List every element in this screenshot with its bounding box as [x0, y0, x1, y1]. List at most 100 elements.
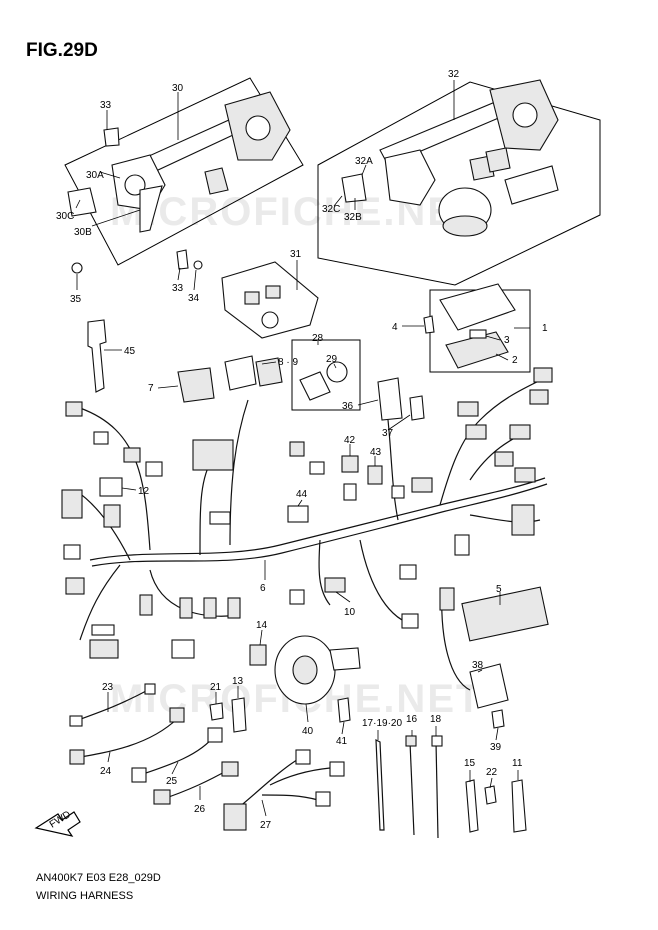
connector-i — [91, 624, 115, 636]
switch-button-a — [244, 291, 260, 305]
label-31: 31 — [290, 249, 302, 260]
leader-lines — [75, 80, 530, 817]
harness-trunk-6-b — [91, 483, 548, 567]
leader-7 — [157, 385, 179, 389]
front-arrow-shape — [34, 811, 81, 837]
immobilizer-unit — [504, 165, 559, 205]
sub-harness-23-conn-a — [69, 715, 83, 727]
label-7: 7 — [148, 383, 154, 394]
washer-34 — [193, 260, 203, 270]
label-30b: 30B — [74, 227, 92, 238]
switch-box-31 — [221, 261, 319, 339]
horn-bracket — [329, 647, 361, 671]
label-22: 22 — [486, 767, 498, 778]
leader-2 — [495, 353, 509, 361]
bulb-socket-frame-28 — [291, 339, 361, 411]
label-11: 11 — [512, 758, 523, 769]
connector-b — [93, 431, 109, 445]
sub-harness-25-conn-b — [207, 727, 223, 743]
branch-36 — [387, 419, 399, 521]
figure-title: FIG.29D — [26, 40, 98, 61]
sub-harness-26-conn-a — [153, 789, 171, 805]
leader-8-9 — [261, 361, 277, 365]
label-17-19-20: 17·19·20 — [362, 718, 402, 729]
label-18: 18 — [430, 714, 442, 725]
lever-30b — [139, 185, 163, 233]
sub-harness-27 — [237, 757, 331, 809]
connector-12 — [99, 477, 123, 497]
connector-ac — [514, 467, 536, 483]
bolt-39 — [491, 709, 505, 729]
connector-w — [457, 401, 479, 417]
branch-center-up — [229, 399, 249, 546]
connector-r — [289, 441, 305, 457]
callout-labels: 30 33 30A 30C 30B 35 33 34 32 32A 32C 32… — [56, 69, 548, 831]
label-2: 2 — [512, 355, 518, 366]
leader-32a — [361, 164, 367, 176]
leader-22 — [489, 777, 493, 789]
lock-set-32-group — [317, 79, 601, 286]
clamp-15 — [465, 779, 479, 833]
connector-s — [309, 461, 325, 475]
label-30a: 30A — [86, 170, 104, 181]
fuse-3 — [469, 329, 487, 339]
ignition-cylinder-32 — [512, 102, 538, 128]
bolt-37 — [409, 395, 425, 421]
connector-44 — [287, 505, 309, 523]
leader-33b — [177, 267, 181, 281]
label-34: 34 — [188, 293, 200, 304]
connector-c — [123, 447, 141, 463]
leader-34 — [193, 269, 197, 291]
leader-32c — [333, 195, 343, 207]
sub-harness-27-conn-a — [223, 803, 247, 831]
label-37: 37 — [382, 428, 394, 439]
leader-24 — [107, 751, 111, 763]
leader-36 — [357, 399, 379, 406]
connector-n — [203, 597, 217, 619]
tie-16 — [409, 741, 415, 836]
bulb-29 — [326, 361, 348, 383]
sub-harness-23 — [77, 689, 149, 721]
clamp-11 — [511, 779, 527, 833]
leader-30b — [91, 209, 141, 227]
leader-30a — [99, 171, 121, 179]
switch-box-31-group — [221, 261, 319, 339]
label-24: 24 — [100, 766, 112, 777]
label-32b: 32B — [344, 212, 362, 223]
connector-e — [61, 489, 83, 519]
connector-ad — [511, 504, 535, 536]
branch-left-mid — [74, 489, 131, 561]
tie-18-head — [431, 735, 443, 747]
sub-harness-24-conn-a — [69, 749, 85, 765]
sub-harness-26-conn-b — [221, 761, 239, 777]
label-6: 6 — [260, 583, 266, 594]
label-26: 26 — [194, 804, 206, 815]
lock-set-30-group — [64, 77, 304, 274]
fuse-box-cover — [439, 283, 516, 331]
footer-name: WIRING HARNESS — [36, 890, 134, 902]
sub-harness-27-conn-d — [329, 761, 345, 777]
leader-14 — [259, 629, 263, 646]
bolt-33-bottom — [176, 249, 189, 270]
key-cap-30 — [204, 167, 229, 195]
connector-ae — [454, 534, 470, 556]
leader-37 — [387, 414, 411, 431]
sensor-38 — [469, 663, 509, 709]
branch-down-long — [359, 539, 416, 626]
label-43: 43 — [370, 447, 382, 458]
ignition-cylinder — [245, 115, 271, 141]
harness-connectors — [61, 367, 553, 659]
connector-f — [103, 504, 121, 528]
clamp-17-19-20 — [375, 739, 385, 831]
connector-x — [465, 424, 487, 440]
connector-g — [63, 544, 81, 560]
connector-d — [145, 461, 163, 477]
label-30: 30 — [172, 83, 184, 94]
label-12: 12 — [138, 486, 150, 497]
fuel-cap-ring — [442, 215, 488, 237]
sub-harness-25 — [139, 734, 216, 776]
diagnostic-coupler-7 — [177, 367, 215, 403]
label-8-9: 8 · 9 — [278, 357, 298, 368]
connector-m — [179, 597, 193, 619]
